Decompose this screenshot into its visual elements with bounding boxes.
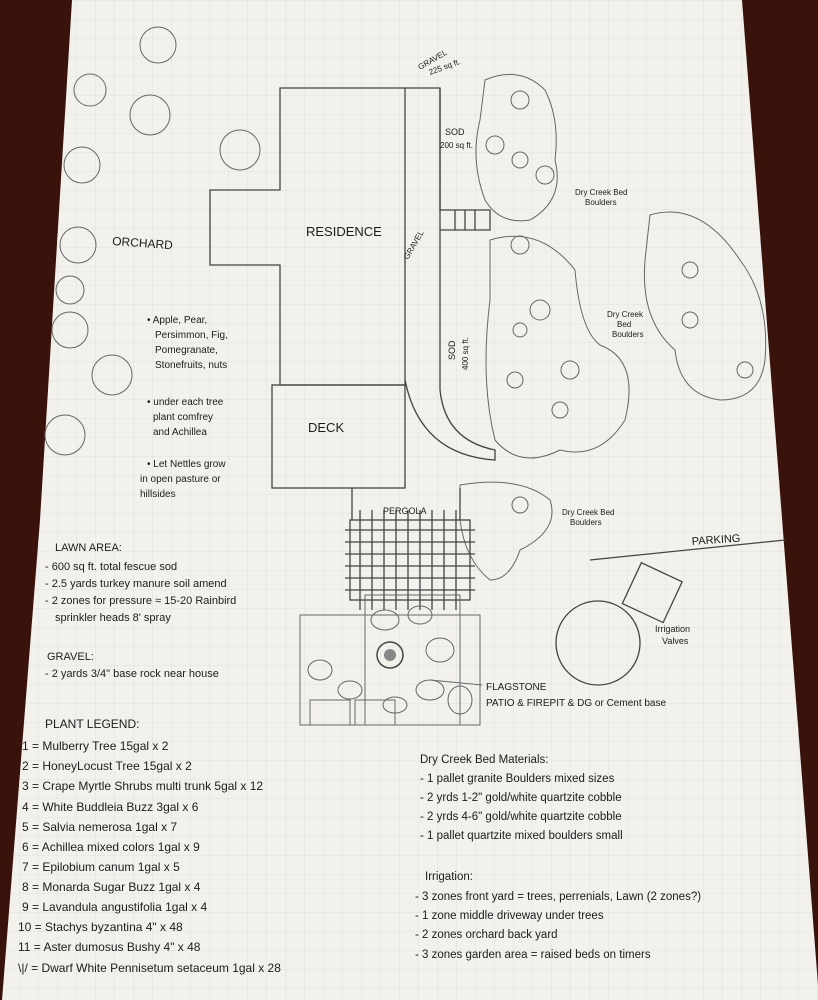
svg-text:GRAVEL:: GRAVEL: — [47, 651, 94, 663]
residence-footprint — [209, 87, 406, 489]
orchard-trees — [44, 26, 261, 456]
svg-text:4 = White Buddleia Buzz 3gal x: 4 = White Buddleia Buzz 3gal x 6 — [22, 800, 199, 814]
svg-text:- 1 zone middle driveway under: - 1 zone middle driveway under trees — [415, 910, 604, 922]
svg-text:- 2.5 yards turkey manure soil: - 2.5 yards turkey manure soil amend — [45, 578, 227, 590]
parking-line — [589, 539, 786, 561]
flagstone-leader — [429, 679, 483, 686]
plant-symbols — [485, 90, 754, 514]
sod-top-label: SOD — [445, 127, 465, 137]
firepit-icon — [376, 641, 404, 669]
orchard-note-1: • Apple, Pear,Persimmon, Fig,Pomegranate… — [147, 315, 228, 371]
irrigation-notes: Irrigation: - 3 zones front yard = trees… — [415, 871, 701, 961]
svg-text:Dry Creek Bed Materials:: Dry Creek Bed Materials: — [420, 754, 548, 766]
svg-text:- 3 zones front yard = trees,: - 3 zones front yard = trees, perrenials… — [415, 891, 701, 903]
svg-text:3 = Crape Myrtle Shrubs multi: 3 = Crape Myrtle Shrubs multi trunk 5gal… — [22, 779, 263, 793]
svg-text:10 = Stachys byzantina 4" x 48: 10 = Stachys byzantina 4" x 48 — [18, 920, 183, 934]
svg-text:Irrigation:: Irrigation: — [425, 871, 473, 883]
driveway-circle — [555, 600, 641, 686]
sod-area — [439, 88, 491, 231]
svg-text:LAWN AREA:: LAWN AREA: — [55, 542, 122, 554]
svg-text:sprinkler heads 8' spray: sprinkler heads 8' spray — [55, 612, 171, 624]
svg-text:1 = Mulberry Tree 15gal x 2: 1 = Mulberry Tree 15gal x 2 — [22, 739, 169, 753]
svg-text:- 2 zones for pressure ≈ 15-20: - 2 zones for pressure ≈ 15-20 Rainbird — [45, 595, 236, 607]
valve-box — [621, 561, 684, 624]
svg-text:6 = Achillea mixed colors 1gal: 6 = Achillea mixed colors 1gal x 9 — [22, 840, 200, 854]
planting-beds — [459, 73, 767, 581]
orchard-notes: • Apple, Pear,Persimmon, Fig,Pomegranate… — [140, 315, 228, 500]
sod-top-area: 200 sq ft. — [440, 141, 473, 150]
svg-text:- 3 zones garden area = raised: - 3 zones garden area = raised beds on t… — [415, 949, 651, 961]
svg-text:- 1 pallet quartzite mixed bou: - 1 pallet quartzite mixed boulders smal… — [420, 830, 623, 842]
plant-legend: PLANT LEGEND: 1 = Mulberry Tree 15gal x … — [18, 717, 281, 975]
svg-text:11 = Aster dumosus Bushy 4" x: 11 = Aster dumosus Bushy 4" x 48 — [18, 940, 201, 954]
sod-mid-label: SOD — [447, 340, 457, 360]
pergola — [345, 488, 475, 610]
svg-text:PLANT LEGEND:: PLANT LEGEND: — [45, 717, 139, 731]
svg-text:7 = Epilobium canum 1gal x 5: 7 = Epilobium canum 1gal x 5 — [22, 860, 180, 874]
svg-text:- 2 yrds 1-2" gold/white quart: - 2 yrds 1-2" gold/white quartzite cobbl… — [420, 792, 622, 804]
svg-text:2 = HoneyLocust Tree 15gal x 2: 2 = HoneyLocust Tree 15gal x 2 — [22, 759, 192, 773]
svg-text:- 2 yrds 4-6" gold/white quart: - 2 yrds 4-6" gold/white quartzite cobbl… — [420, 811, 622, 823]
dry-creek-materials: Dry Creek Bed Materials: - 1 pallet gran… — [420, 754, 623, 842]
gravel-notes: GRAVEL: - 2 yards 3/4" base rock near ho… — [45, 651, 219, 680]
gravel-path — [404, 87, 496, 461]
svg-text:9 = Lavandula angustifolia 1ga: 9 = Lavandula angustifolia 1gal x 4 — [22, 900, 207, 914]
svg-text:\|/ = Dwarf White Pennisetum s: \|/ = Dwarf White Pennisetum setaceum 1g… — [18, 961, 281, 975]
svg-text:- 2 yards 3/4" base rock near: - 2 yards 3/4" base rock near house — [45, 668, 219, 680]
pergola-label: PERGOLA — [383, 506, 427, 516]
svg-text:- 2 zones orchard back yard: - 2 zones orchard back yard — [415, 929, 558, 941]
sod-mid-area: 400 sq ft. — [461, 337, 470, 370]
svg-text:- 600 sq ft. total fescue sod: - 600 sq ft. total fescue sod — [45, 561, 177, 573]
deck-label: DECK — [308, 420, 344, 435]
parking-label: PARKING — [691, 533, 740, 548]
svg-text:- 1 pallet granite Boulders mi: - 1 pallet granite Boulders mixed sizes — [420, 773, 615, 785]
svg-text:5 = Salvia nemerosa 1gal x 7: 5 = Salvia nemerosa 1gal x 7 — [22, 820, 177, 834]
lawn-notes: LAWN AREA: - 600 sq ft. total fescue sod… — [45, 542, 236, 624]
residence-label: RESIDENCE — [306, 224, 382, 239]
svg-text:8 = Monarda Sugar Buzz 1gal x: 8 = Monarda Sugar Buzz 1gal x 4 — [22, 880, 201, 894]
orchard-label: ORCHARD — [112, 234, 174, 252]
